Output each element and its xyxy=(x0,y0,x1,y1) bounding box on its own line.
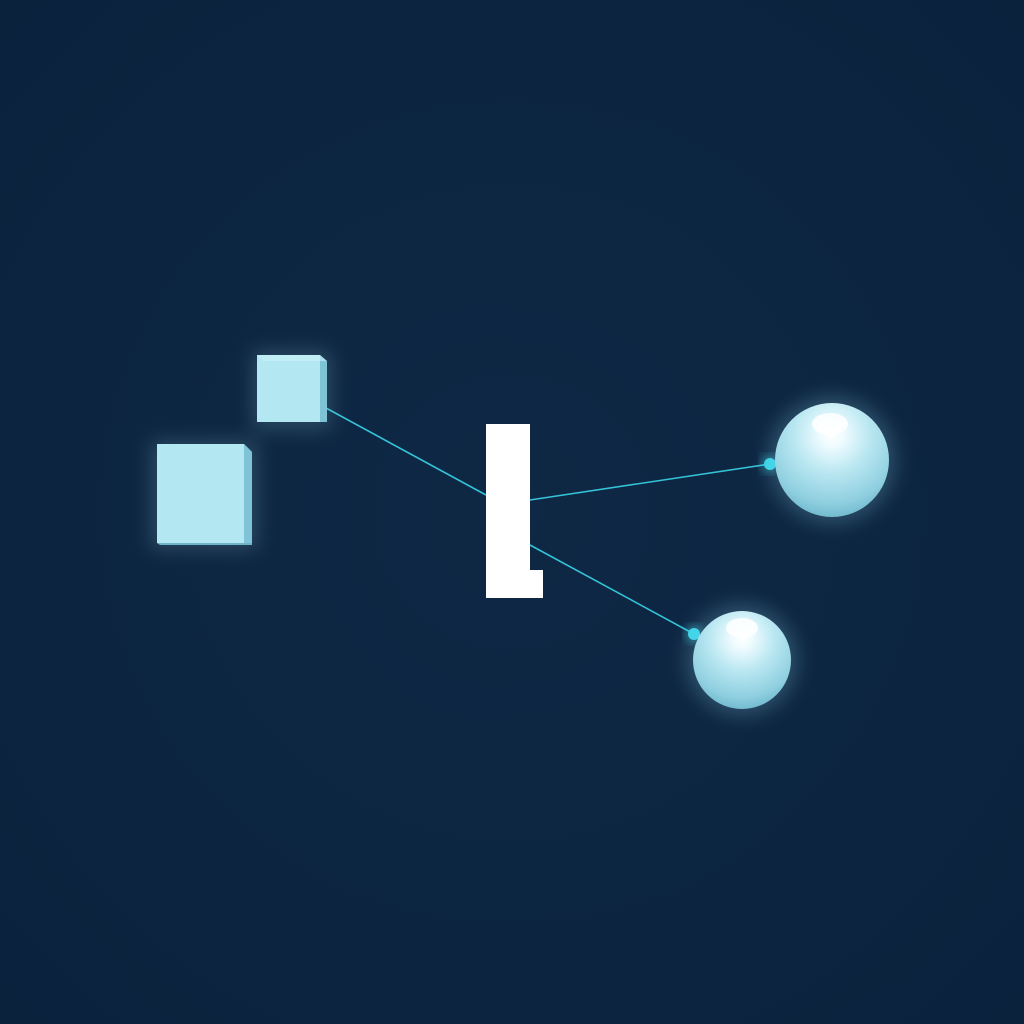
connector-bar-to-upper-sphere xyxy=(529,463,771,501)
cube-icon xyxy=(252,350,332,430)
connector-lines xyxy=(325,407,771,635)
connector-small-cube-to-bar xyxy=(325,407,487,496)
cube-icon xyxy=(150,440,258,550)
l-shaped-bar-icon xyxy=(486,424,543,598)
sphere-icon xyxy=(768,396,896,524)
sphere-icon xyxy=(686,604,798,716)
connector-bar-to-lower-sphere xyxy=(529,544,695,635)
